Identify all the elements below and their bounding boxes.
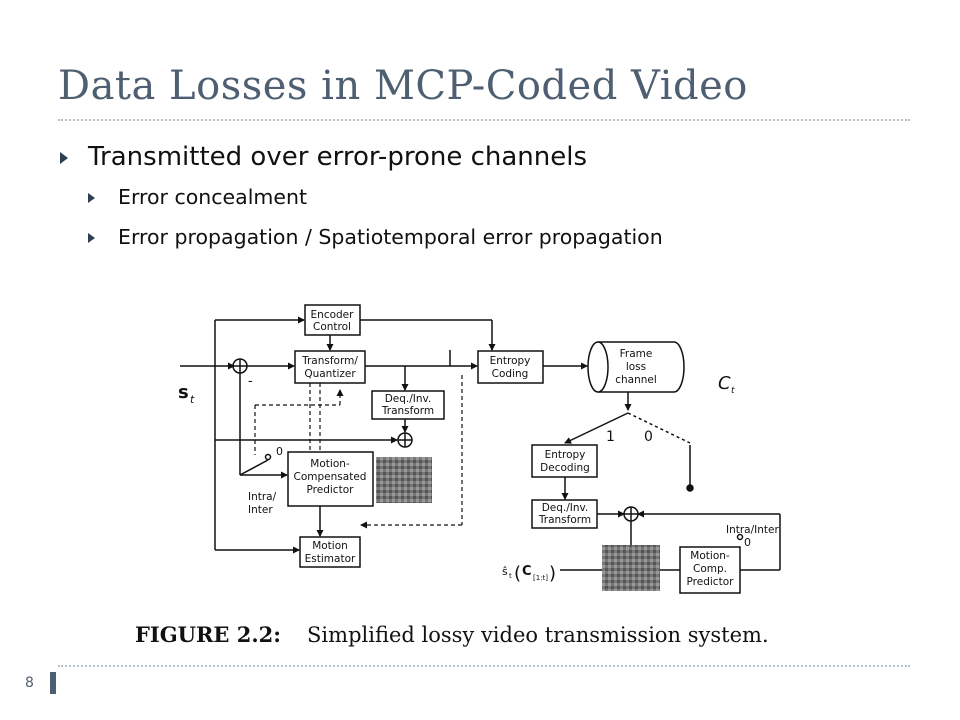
transform-quantizer-line1: Transform/ — [301, 355, 358, 367]
deq-inv-transform-dec-box — [531, 499, 598, 529]
intra-inter-enc-line1: Intra/ — [248, 491, 277, 503]
bullet-item: Transmitted over error-prone channels — [58, 138, 918, 178]
figure-caption-text: Simplified lossy video transmission syst… — [307, 623, 769, 647]
footer-accent-bar — [50, 672, 56, 694]
motion-comp-predictor-line1: Motion- — [690, 550, 730, 562]
bullet-text: Transmitted over error-prone channels — [88, 142, 588, 172]
encoder-control-box — [304, 304, 361, 336]
encoder-control-line1: Encoder — [311, 309, 355, 321]
deq-inv-transform-enc-box — [371, 390, 445, 420]
deq-inv-transform-dec-line2: Transform — [538, 514, 591, 526]
output-signal-sub: t — [509, 572, 512, 580]
output-arg-label: C — [522, 564, 532, 579]
bullet-arrow-icon — [88, 193, 95, 203]
sub-bullet-item: Error concealment — [58, 178, 918, 218]
minus-label: - — [248, 374, 253, 389]
channel-output-sub: t — [731, 386, 735, 396]
figure-caption-label: FIGURE 2.2: — [135, 622, 282, 647]
entropy-coding-line2: Coding — [492, 368, 529, 380]
slide-title: Data Losses in MCP-Coded Video — [58, 63, 748, 109]
transform-quantizer-line2: Quantizer — [304, 368, 356, 380]
sub-bullet-item: Error propagation / Spatiotemporal error… — [58, 218, 918, 258]
zero-dec-label: 0 — [744, 536, 751, 549]
branch-one-label: 1 — [606, 429, 615, 445]
encoder-control-line2: Control — [313, 321, 351, 333]
bullet-arrow-icon — [88, 233, 95, 243]
footer-divider — [58, 665, 910, 667]
output-close-paren: ) — [549, 563, 556, 584]
video-transmission-diagram: Encoder Control Transform/ Quantizer Deq… — [178, 304, 781, 594]
sub-bullet-text: Error propagation / Spatiotemporal error… — [118, 225, 663, 249]
bullet-list: Transmitted over error-prone channels Er… — [58, 138, 918, 258]
transform-quantizer-box — [294, 350, 366, 384]
entropy-coding-line1: Entropy — [490, 355, 531, 367]
intra-inter-enc-line2: Inter — [248, 504, 273, 516]
deq-inv-transform-enc-line2: Transform — [381, 405, 434, 417]
motion-estimator-box — [299, 536, 361, 568]
deq-inv-transform-dec-line1: Deq./Inv. — [542, 502, 589, 514]
figure-caption: FIGURE 2.2: Simplified lossy video transm… — [135, 622, 769, 647]
channel-output-label: C — [718, 373, 731, 394]
entropy-coding-box — [477, 350, 544, 384]
output-signal-label: ŝ — [502, 565, 508, 578]
input-signal-label: s — [178, 382, 189, 403]
sub-bullet-text: Error concealment — [118, 185, 308, 209]
mcp-box — [287, 451, 374, 507]
mcp-line2: Compensated — [294, 471, 367, 483]
channel-line1: Frame — [620, 348, 653, 360]
motion-comp-predictor-line3: Predictor — [687, 576, 735, 588]
channel-line2: loss — [626, 361, 646, 373]
intra-inter-dec-label: Intra/Inter — [726, 524, 779, 536]
decoded-frame-thumbnail-enc — [376, 457, 432, 503]
title-divider — [58, 119, 910, 121]
entropy-decoding-line2: Decoding — [540, 462, 590, 474]
motion-comp-predictor-line2: Comp. — [693, 563, 727, 575]
output-arg-sub: [1:t] — [533, 574, 548, 582]
mcp-line1: Motion- — [310, 458, 350, 470]
mcp-line3: Predictor — [307, 484, 355, 496]
channel-line3: channel — [615, 374, 657, 386]
branch-zero-label: 0 — [644, 429, 653, 445]
zero-enc-label: 0 — [276, 445, 283, 458]
input-signal-sub: t — [190, 393, 195, 406]
frame-loss-channel — [598, 341, 685, 393]
output-open-paren: ( — [514, 563, 521, 584]
motion-estimator-line2: Estimator — [305, 553, 356, 565]
bullet-arrow-icon — [60, 152, 68, 164]
decoded-frame-thumbnail-dec — [602, 545, 660, 591]
page-number: 8 — [25, 675, 34, 691]
deq-inv-transform-enc-line1: Deq./Inv. — [385, 393, 432, 405]
motion-estimator-line1: Motion — [312, 540, 348, 552]
entropy-decoding-line1: Entropy — [545, 449, 586, 461]
